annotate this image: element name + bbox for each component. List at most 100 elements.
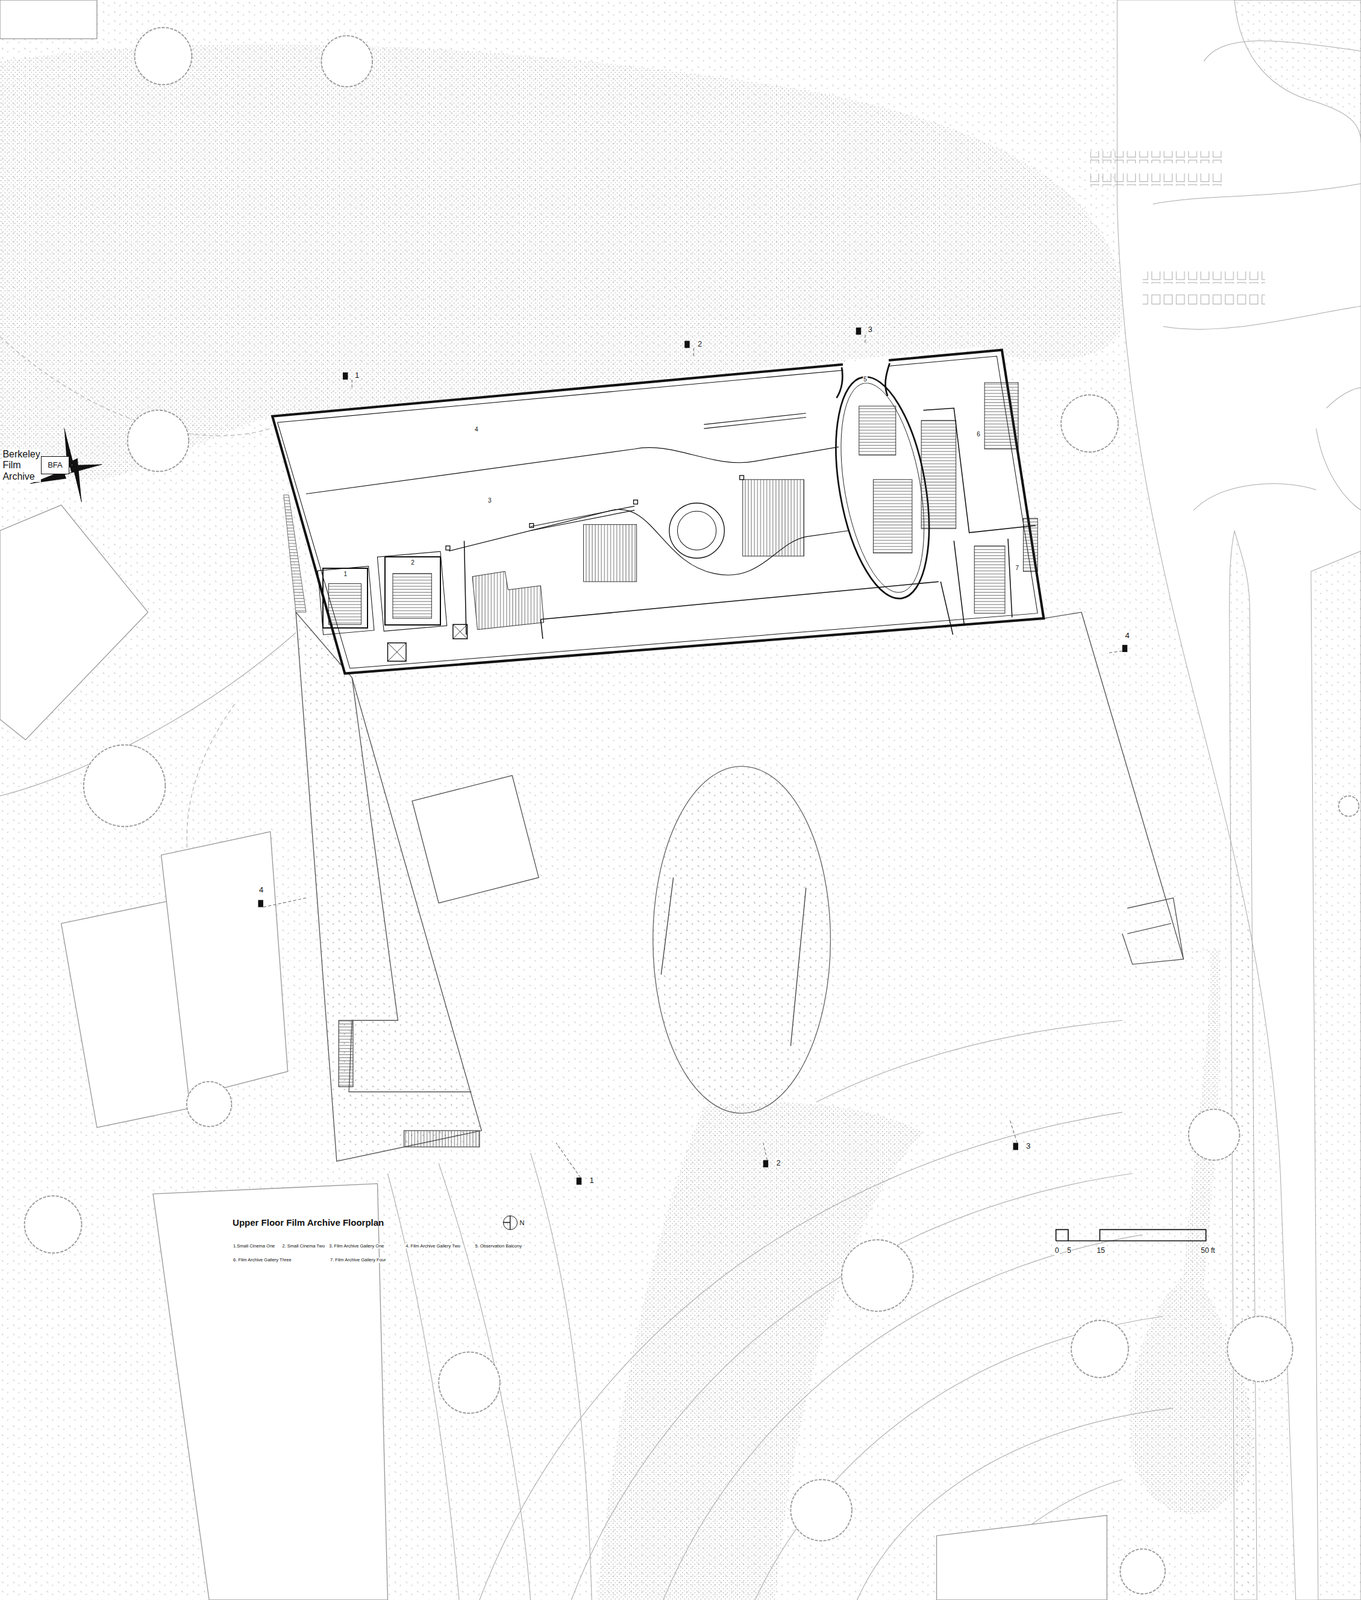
- dense-planting: [597, 1101, 924, 1600]
- scale-figure: 15: [1095, 1246, 1105, 1255]
- upper-floor-plan: [739, 475, 745, 480]
- legend-entry: 4. Film Archive Gallery Two: [404, 1242, 461, 1249]
- section-number: 2: [697, 339, 703, 349]
- tree-symbol: [83, 744, 166, 826]
- tree-symbol: [1060, 394, 1119, 452]
- lower-floor-outline: [1043, 612, 1184, 964]
- scale-figure: 50 ft: [1200, 1246, 1216, 1255]
- room-number: 3: [487, 497, 493, 505]
- upper-floor-plan: [974, 545, 1005, 614]
- legend-entry: 2. Small Cinema Two: [281, 1242, 326, 1249]
- road: [1203, 40, 1361, 62]
- upper-floor-plan: [742, 479, 805, 557]
- road: [1234, 0, 1361, 143]
- cinema-box: 2: [384, 556, 441, 626]
- contour-line: [530, 1152, 593, 1600]
- section-marker: [856, 327, 861, 335]
- tree-symbol: [134, 27, 193, 85]
- upper-floor-plan: [921, 420, 957, 529]
- monogram-box: BFA: [40, 456, 70, 475]
- upper-floor-plan: [453, 624, 468, 639]
- upper-floor-plan: [703, 413, 806, 429]
- lower-floor-outline: [295, 612, 1184, 1161]
- neighbour-building: [0, 0, 97, 39]
- road: [1142, 292, 1266, 305]
- project-name: Berkeley Film Archive: [1, 448, 41, 482]
- tree-symbol: [1338, 795, 1360, 817]
- contour-line: [571, 1173, 1133, 1600]
- contour-line: [816, 1019, 1123, 1102]
- room-number: 4: [474, 425, 479, 434]
- upper-floor-plan: [836, 363, 890, 399]
- tree-symbol: [1120, 1548, 1166, 1594]
- dense-planting: [0, 43, 1254, 1600]
- contour-line: [438, 1162, 531, 1600]
- contour-line: [479, 1112, 1123, 1600]
- upper-floor-plan: [387, 642, 406, 661]
- tree-symbol: [186, 1081, 232, 1127]
- legend-entry: 7. Film Archive Gallery Four: [329, 1257, 387, 1263]
- contour-line: [0, 336, 1174, 1600]
- road: [1089, 173, 1225, 186]
- section-number: 3: [867, 325, 873, 335]
- upper-floor-plan: [377, 551, 447, 631]
- upper-floor-plan: [392, 573, 432, 619]
- room-number: 5: [862, 375, 868, 384]
- road: [1142, 271, 1266, 284]
- section-marker: [257, 327, 1128, 1185]
- upper-floor-plan: [1023, 518, 1038, 572]
- lower-floor-outline: [653, 766, 831, 1114]
- road: [1153, 183, 1361, 205]
- tree-symbol: [841, 1239, 914, 1311]
- drawing-title: Upper Floor Film Archive Floorplan: [232, 1217, 384, 1228]
- upper-floor-plan: [529, 523, 534, 528]
- tree-symbol: [24, 1195, 82, 1253]
- node-text: 1: [343, 570, 348, 578]
- tree-symbol: [1227, 1315, 1293, 1381]
- legend-entry: 1.Small Cinema One: [232, 1242, 276, 1249]
- upper-floor-plan: [445, 545, 451, 551]
- section-number: 4: [258, 885, 264, 895]
- north-symbol: [503, 1215, 511, 1230]
- tree-symbol: [1188, 1109, 1240, 1161]
- upper-floor-plan: [677, 510, 716, 550]
- upper-floor-plan: [317, 566, 375, 636]
- section-number: 3: [1025, 1141, 1031, 1151]
- road: [1315, 387, 1361, 510]
- section-marker: [576, 1177, 582, 1185]
- upper-floor-plan: [842, 357, 890, 378]
- road: [1193, 483, 1316, 511]
- north-circle: N: [503, 1215, 518, 1230]
- road: [1089, 0, 1361, 1600]
- section-marker: [1013, 1142, 1019, 1150]
- section-number: 4: [1124, 631, 1131, 641]
- section-marker: [684, 341, 690, 349]
- upper-floor-plan: [984, 382, 1019, 449]
- neighbour-building: [153, 1183, 388, 1600]
- north-arrow: [30, 428, 103, 502]
- upper-floor-plan: [669, 503, 725, 558]
- road: [1116, 0, 1361, 1600]
- neighbour-building: [161, 831, 288, 1097]
- tree-symbol: [1071, 1320, 1129, 1378]
- upper-floor-plan: [272, 350, 1044, 674]
- contour-line: [663, 1234, 1143, 1600]
- upper-floor-plan: [583, 524, 637, 582]
- tree-symbol: [24, 27, 1360, 1594]
- upper-floor-plan: [873, 479, 913, 554]
- tree-symbol: [321, 35, 373, 87]
- upper-floor-plan: [387, 642, 406, 661]
- neighbour-building: [0, 504, 149, 740]
- upper-floor-plan: [277, 356, 1039, 669]
- neighbour-building: [0, 0, 1107, 1600]
- node-text: N: [519, 1218, 525, 1227]
- scale-figure: 0: [1054, 1246, 1060, 1255]
- node-text: BFA: [47, 460, 63, 470]
- scale-bar: [1056, 1229, 1207, 1241]
- section-number: 1: [589, 1176, 595, 1186]
